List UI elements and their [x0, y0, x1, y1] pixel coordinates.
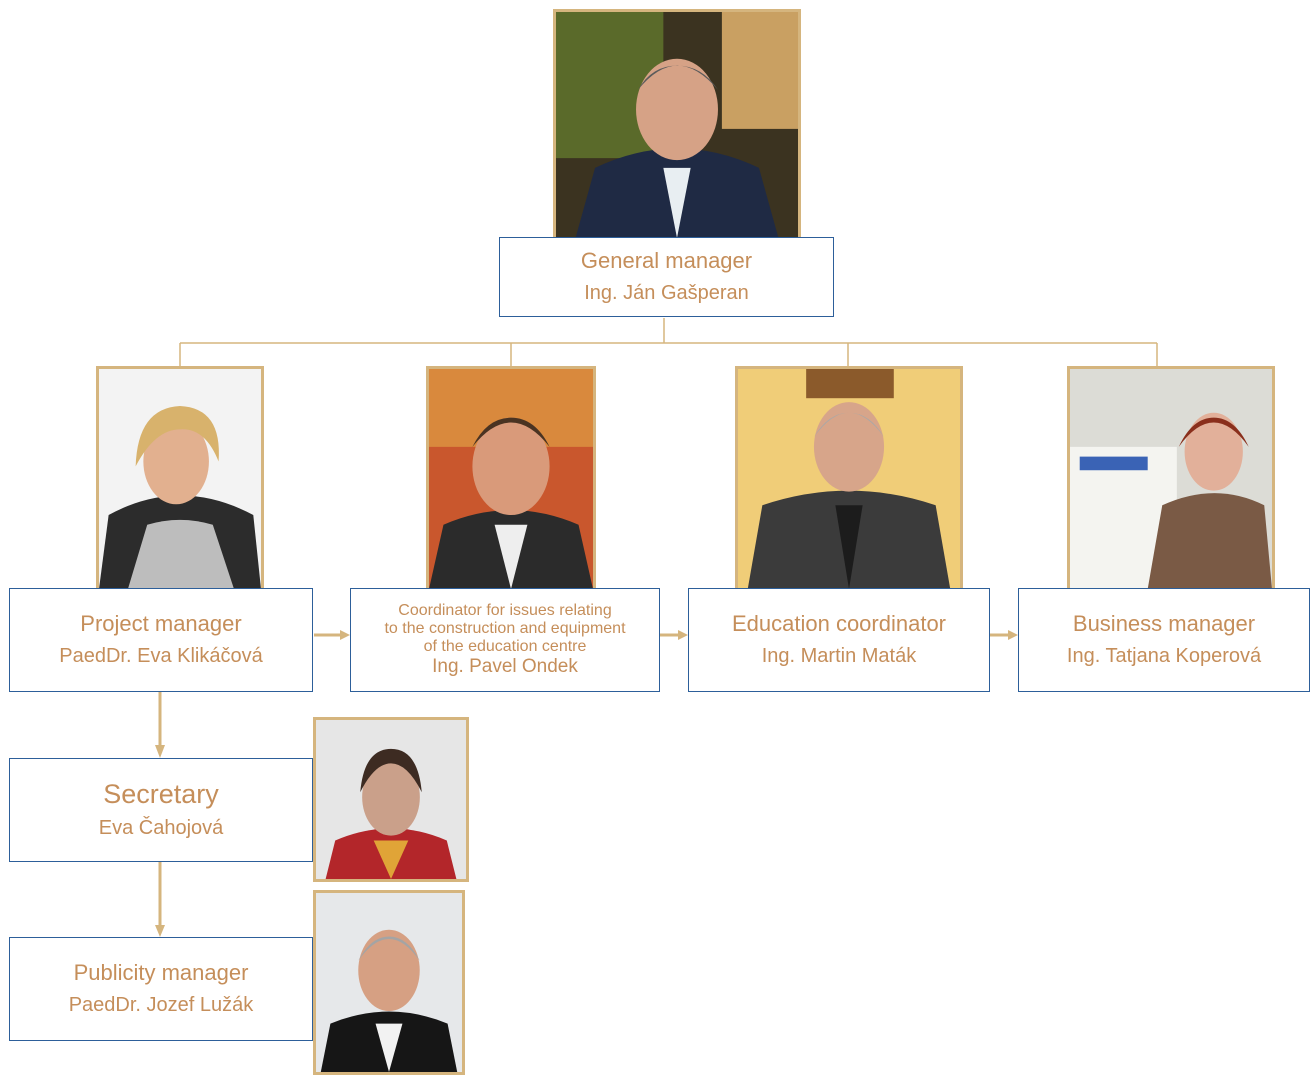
project-manager-role: Project manager	[80, 611, 242, 636]
secretary-box: Secretary Eva Čahojová	[9, 758, 313, 862]
project-manager-name: PaedDr. Eva Klikáčová	[59, 645, 263, 667]
coordinator-role-line-2: to the construction and equipment	[384, 620, 626, 637]
business-manager-box: Business manager Ing. Tatjana Koperová	[1018, 588, 1310, 692]
secretary-role: Secretary	[103, 779, 219, 809]
general-manager-name: Ing. Ján Gašperan	[584, 282, 749, 304]
general-manager-box: General manager Ing. Ján Gašperan	[499, 237, 834, 317]
publicity-manager-box: Publicity manager PaedDr. Jozef Lužák	[9, 937, 313, 1041]
arrow-secretary-to-publicity-head	[155, 925, 165, 937]
secretary-photo	[313, 717, 469, 882]
business-manager-photo	[1067, 366, 1275, 592]
arrow-coordinator-to-education-head	[678, 630, 688, 640]
business-manager-name: Ing. Tatjana Koperová	[1066, 645, 1262, 667]
project-manager-box: Project manager PaedDr. Eva Klikáčová	[9, 588, 313, 692]
coordinator-box: Coordinator for issues relating to the c…	[350, 588, 660, 692]
coordinator-name: Ing. Pavel Ondek	[432, 656, 578, 677]
project-manager-photo	[96, 366, 264, 592]
publicity-manager-photo	[313, 890, 465, 1075]
general-manager-role: General manager	[580, 248, 753, 273]
education-coordinator-role: Education coordinator	[731, 611, 947, 636]
education-coordinator-name: Ing. Martin Maták	[761, 645, 917, 667]
publicity-manager-name: PaedDr. Jozef Lužák	[68, 994, 254, 1016]
coordinator-role-line-1: Coordinator for issues relating	[398, 602, 612, 619]
education-coordinator-box: Education coordinator Ing. Martin Maták	[688, 588, 990, 692]
general-manager-photo	[553, 9, 801, 241]
publicity-manager-role: Publicity manager	[73, 960, 249, 985]
arrow-project-to-coordinator-head	[340, 630, 350, 640]
arrow-project-to-secretary-head	[155, 745, 165, 758]
coordinator-role-line-3: of the education centre	[423, 638, 587, 655]
coordinator-photo	[426, 366, 596, 592]
arrow-education-to-business-head	[1008, 630, 1018, 640]
education-coordinator-photo	[735, 366, 963, 592]
secretary-name: Eva Čahojová	[98, 817, 224, 839]
business-manager-role: Business manager	[1072, 611, 1256, 636]
